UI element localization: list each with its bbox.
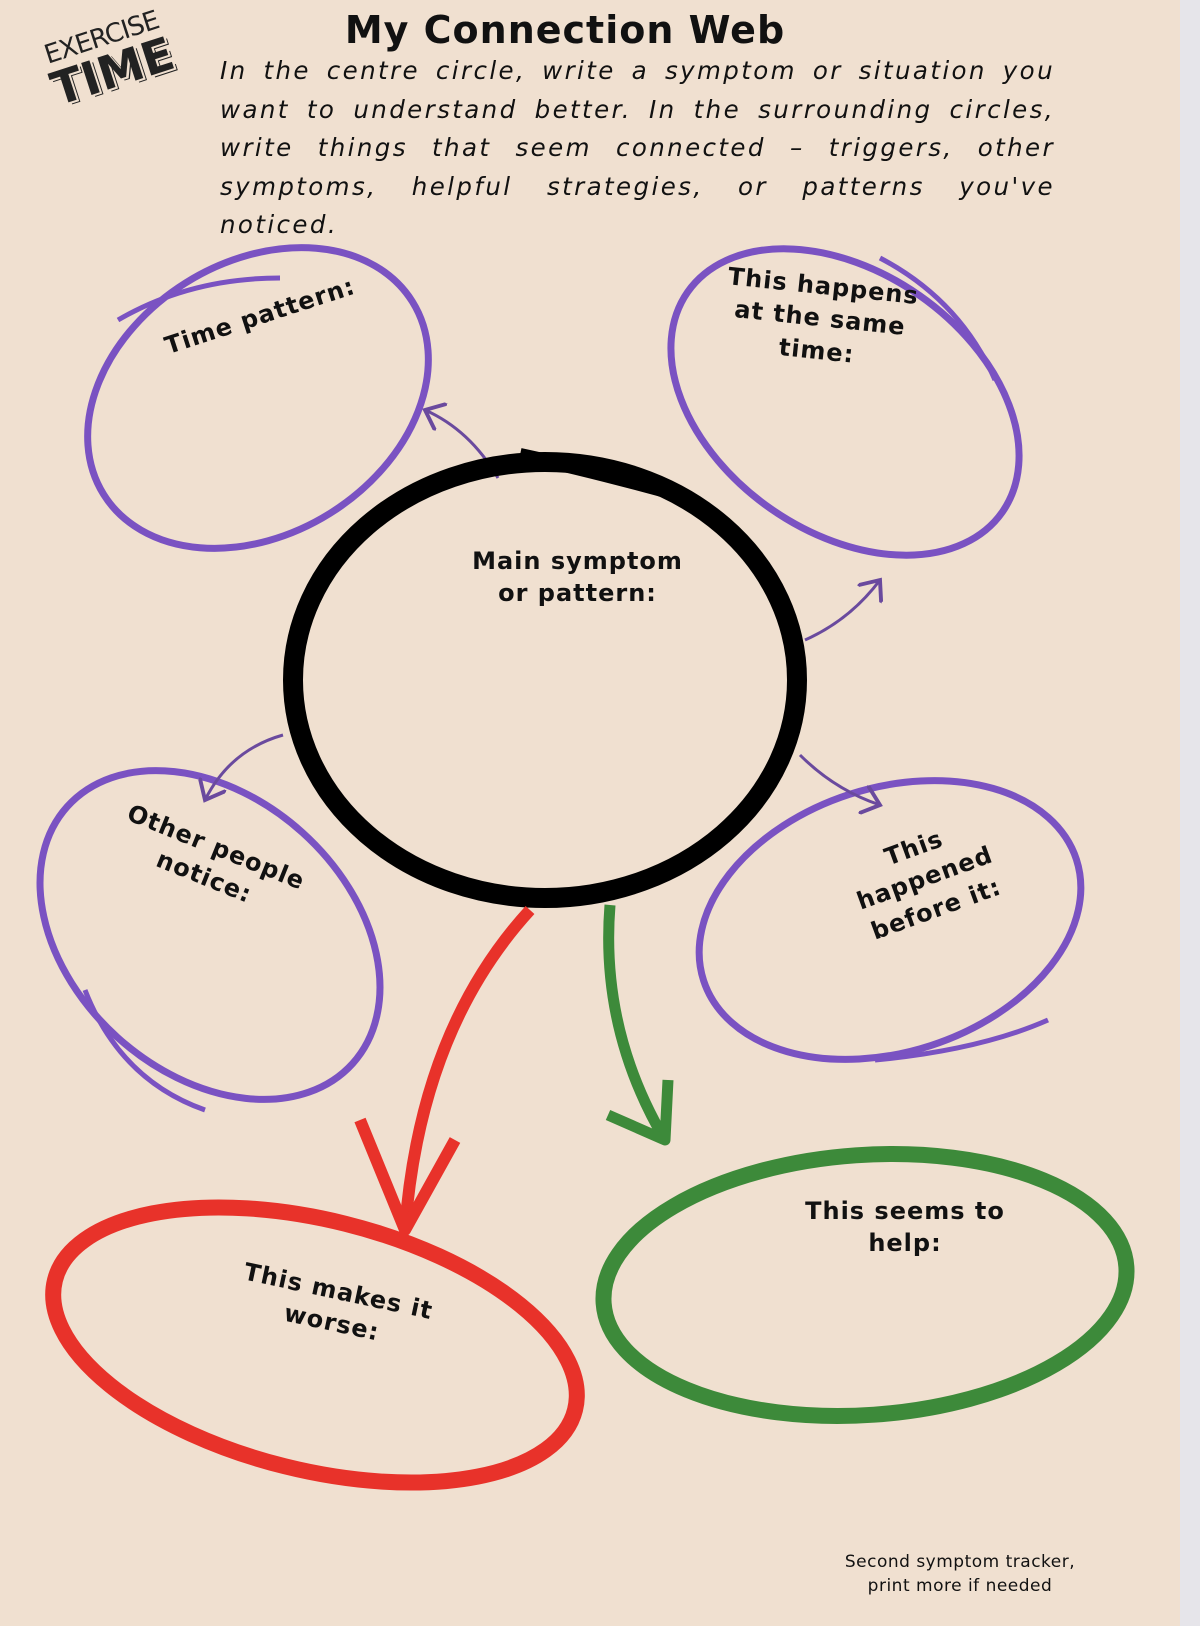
other-people-circle (36, 767, 384, 1103)
page-title: My Connection Web (344, 8, 786, 52)
worse-circle (45, 1199, 585, 1491)
helps-circle (595, 1146, 1135, 1424)
helps-label: This seems to help: (805, 1197, 1005, 1258)
footer-note: Second symptom tracker,print more if nee… (844, 1552, 1076, 1596)
same-time-circle (667, 245, 1023, 559)
instructions: In the centre circle, write a symptom or… (220, 56, 1055, 239)
before-circle (695, 777, 1085, 1063)
main-label: Main symptom or pattern: (472, 547, 683, 608)
help-arrow (603, 904, 670, 1143)
worse-arrow (399, 905, 535, 1231)
connector-arrows (205, 410, 880, 805)
time-pattern-circle (84, 244, 432, 552)
main-circle (283, 452, 807, 908)
